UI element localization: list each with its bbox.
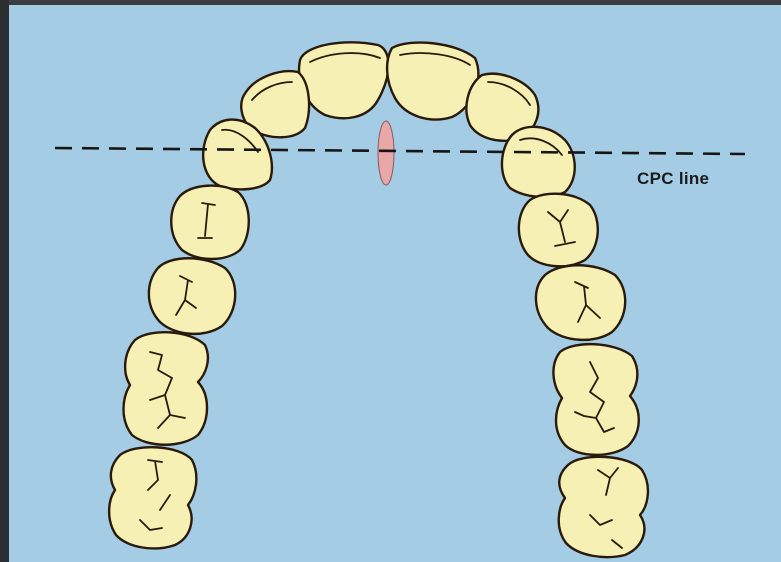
upper-left-central-incisor (299, 42, 388, 118)
upper-right-second-premolar (536, 265, 625, 340)
upper-right-second-molar (559, 457, 648, 557)
upper-left-second-molar (109, 447, 196, 548)
upper-right-first-molar (553, 344, 638, 455)
upper-right-canine (502, 127, 575, 197)
upper-left-first-premolar (171, 186, 249, 259)
upper-right-central-incisor (387, 43, 478, 120)
incisive-papilla (378, 121, 394, 185)
upper-left-second-premolar (149, 258, 235, 334)
cpc-line-label: CPC line (637, 169, 709, 189)
cpc-line (55, 148, 745, 154)
upper-left-first-molar (124, 332, 208, 445)
upper-right-first-premolar (519, 194, 598, 267)
